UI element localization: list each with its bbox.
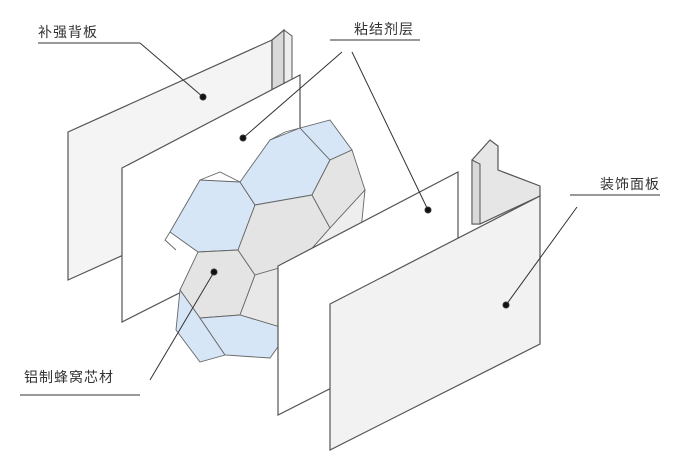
leader-dot-adhesive-front xyxy=(424,206,432,214)
label-adhesive-layer: 粘结剂层 xyxy=(354,22,414,38)
leader-lines xyxy=(20,39,660,396)
leader-dot-honeycomb xyxy=(210,268,218,276)
label-honeycomb-core: 铝制蜂窝芯材 xyxy=(24,370,114,386)
leader-dot-decorative-panel xyxy=(502,301,510,309)
label-back-panel: 补强背板 xyxy=(38,25,98,41)
decorative-panel xyxy=(329,139,541,451)
leader-dot-adhesive-back xyxy=(239,134,247,142)
label-decorative-panel: 装饰面板 xyxy=(600,177,660,193)
leader-dot-back-panel xyxy=(199,93,207,101)
